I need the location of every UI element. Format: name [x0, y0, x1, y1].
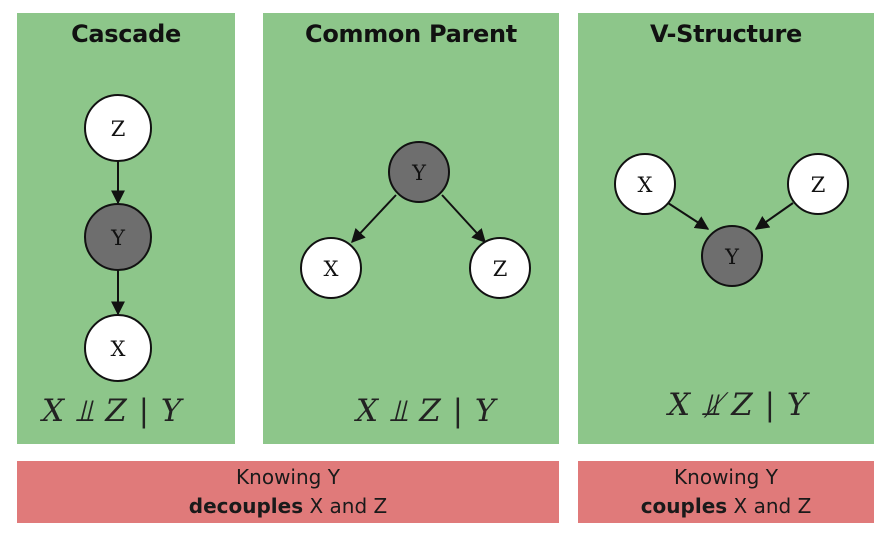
node-y: Y: [388, 141, 450, 203]
v-structure-formula: X ⫫̸ Z | Y: [668, 387, 809, 423]
node-y-label: Y: [411, 161, 427, 185]
node-z: Z: [84, 94, 152, 162]
edge-z-to-y: [754, 202, 794, 230]
node-x: X: [300, 237, 362, 299]
cascade-panel: Cascade Z Y X X ⫫ Z | Y: [17, 13, 235, 444]
cascade-formula: X ⫫ Z | Y: [42, 393, 183, 429]
v-structure-graph: X Z Y: [614, 153, 849, 287]
node-x-label: X: [111, 337, 126, 361]
decouples-rest: X and Z: [303, 494, 388, 518]
couples-keyword: couples: [640, 494, 728, 518]
cascade-graph: Z Y X: [84, 94, 152, 382]
node-z-label: Z: [111, 117, 126, 141]
couples-caption: Knowing Y couples X and Z: [578, 461, 874, 523]
node-y-label: Y: [724, 245, 740, 269]
edge-y-to-x: [351, 194, 397, 244]
node-x: X: [614, 153, 676, 215]
decouples-caption-line1: Knowing Y: [236, 465, 340, 489]
decouples-caption: Knowing Y decouples X and Z: [17, 461, 559, 523]
node-z: Z: [469, 237, 531, 299]
node-x-label: X: [324, 257, 339, 281]
node-z: Z: [787, 153, 849, 215]
common-parent-panel: Common Parent Y X Z X ⫫ Z | Y: [263, 13, 559, 444]
common-parent-title: Common Parent: [305, 20, 517, 48]
decouples-keyword: decouples: [188, 494, 304, 518]
node-y: Y: [84, 203, 152, 271]
node-y: Y: [701, 225, 763, 287]
node-y-label: Y: [110, 226, 126, 250]
decouples-caption-line2: decouples X and Z: [17, 492, 559, 521]
common-parent-graph: Y X Z: [300, 141, 531, 299]
node-x-label: X: [638, 173, 653, 197]
couples-caption-line2: couples X and Z: [578, 492, 874, 521]
edge-x-to-y: [667, 202, 710, 230]
cascade-title: Cascade: [71, 20, 181, 48]
common-parent-formula: X ⫫ Z | Y: [356, 393, 497, 429]
node-z-label: Z: [493, 257, 508, 281]
couples-rest: X and Z: [727, 494, 812, 518]
v-structure-panel: V-Structure X Z Y X ⫫̸ Z | Y: [578, 13, 874, 444]
node-z-label: Z: [811, 173, 826, 197]
couples-caption-line1: Knowing Y: [674, 465, 778, 489]
v-structure-title: V-Structure: [649, 20, 803, 48]
edge-y-to-z: [441, 194, 486, 244]
node-x: X: [84, 314, 152, 382]
